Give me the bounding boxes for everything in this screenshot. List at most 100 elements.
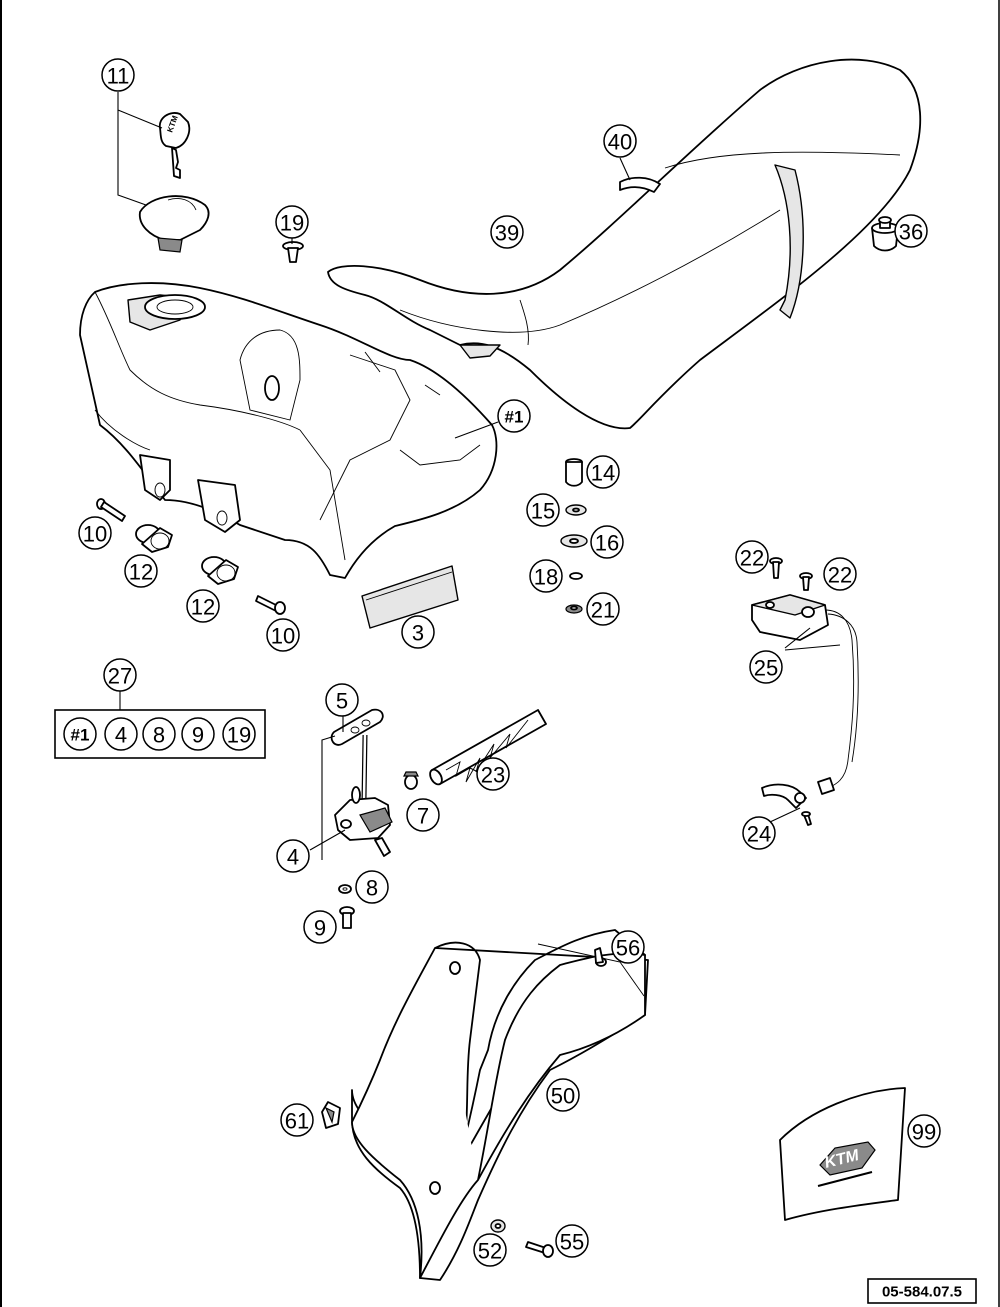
callout-19: 19: [275, 205, 309, 239]
bushing-12-lower-part: [201, 556, 239, 585]
rubber-buffer-36-part: [871, 216, 899, 252]
callout-11: 11: [101, 58, 135, 92]
callout-99-label: 99: [912, 1120, 936, 1145]
callout-56-label: 56: [616, 936, 640, 961]
leader-tank: [454, 421, 499, 439]
callout-10-lower: 10: [266, 618, 300, 652]
callout-50: 50: [546, 1078, 580, 1112]
screw-22-left-part: [769, 557, 783, 579]
callout-18-label: 18: [534, 565, 558, 590]
switch-25-part: [751, 594, 859, 789]
callout-14-label: 14: [591, 461, 615, 486]
kit-item-2: 4: [104, 717, 138, 751]
leader-4: [309, 829, 346, 851]
callout-23: 23: [476, 757, 510, 791]
callout-8: 8: [355, 870, 389, 904]
leader-11-cap: [117, 110, 147, 206]
callout-16-label: 16: [595, 531, 619, 556]
screw-10-lower-part: [255, 595, 286, 615]
callout-56: 56: [611, 930, 645, 964]
screw-22-right-part: [799, 572, 813, 591]
callout-16: 16: [590, 525, 624, 559]
callout-40-label: 40: [608, 130, 632, 155]
kit-item-5: 19: [222, 717, 256, 751]
side-cover-50-part: [351, 929, 649, 1281]
bracket-24-part: [761, 777, 835, 826]
callout-99: 99: [907, 1114, 941, 1148]
callout-52: 52: [473, 1233, 507, 1267]
callout-21: 21: [586, 592, 620, 626]
callout-8-label: 8: [366, 876, 378, 901]
screw-56-part: [594, 947, 607, 967]
nut-21-part: [565, 604, 583, 614]
callout-23-label: 23: [481, 763, 505, 788]
washer-16-part: [560, 534, 588, 548]
decal-99-part: KTM: [779, 1087, 906, 1221]
ignition-key-part: KTM: [158, 112, 191, 179]
callout-52-label: 52: [478, 1239, 502, 1264]
callout-12-lower: 12: [186, 589, 220, 623]
fuel-hose-23-part: [429, 709, 547, 786]
callout-40: 40: [603, 124, 637, 158]
callout-36: 36: [894, 214, 928, 248]
callout-22-left-label: 22: [740, 546, 764, 571]
callout-24-label: 24: [747, 822, 771, 847]
washer-15-part: [565, 504, 587, 516]
callout-3: 3: [401, 615, 435, 649]
drawing-reference-number: 05-584.07.5: [882, 1284, 962, 1301]
callout-3-label: 3: [412, 621, 424, 646]
callout-4: 4: [276, 839, 310, 873]
seat-part: [327, 58, 922, 430]
callout-7-label: 7: [417, 804, 429, 829]
hose-clamp-7-part: [403, 771, 419, 790]
callout-55-label: 55: [560, 1230, 584, 1255]
callout-15: 15: [526, 493, 560, 527]
kit-item-5-label: 19: [227, 723, 251, 748]
callout-tank-label: #1: [505, 408, 524, 427]
leader-11-key: [117, 92, 163, 129]
callout-4-label: 4: [287, 845, 299, 870]
callout-50-label: 50: [551, 1084, 575, 1109]
fuel-tap-4-part: [334, 734, 393, 857]
fuel-tank-part: [79, 282, 498, 579]
callout-24: 24: [742, 816, 776, 850]
callout-61-label: 61: [285, 1109, 309, 1134]
kit-item-3-label: 8: [153, 723, 165, 748]
screw-10-upper-part: [96, 498, 126, 522]
callout-27-label: 27: [108, 664, 132, 689]
callout-10-upper-label: 10: [83, 522, 107, 547]
callout-5-label: 5: [336, 689, 348, 714]
callout-18: 18: [529, 559, 563, 593]
leader-4-5: [321, 735, 336, 860]
nut-8-part: [338, 884, 352, 894]
callout-15-label: 15: [531, 499, 555, 524]
callout-14: 14: [586, 455, 620, 489]
callout-55: 55: [555, 1224, 589, 1258]
callout-10-upper: 10: [78, 516, 112, 550]
gasket-5-part: [330, 708, 384, 746]
kit-item-2-label: 4: [115, 723, 127, 748]
callout-25: 25: [749, 650, 783, 684]
callout-tank: #1: [497, 399, 531, 433]
kit-item-1-label: #1: [71, 726, 90, 745]
callout-9: 9: [303, 910, 337, 944]
callout-19-label: 19: [280, 211, 304, 236]
callout-22-right-label: 22: [828, 563, 852, 588]
nut-18-part: [569, 572, 583, 580]
drawing-reference-box: [867, 1278, 977, 1304]
bushing-12-upper-part: [135, 524, 173, 553]
screw-55-part: [525, 1241, 554, 1258]
callout-61: 61: [280, 1103, 314, 1137]
leader-25a: [784, 627, 811, 649]
callout-10-lower-label: 10: [271, 624, 295, 649]
callout-22-right: 22: [823, 557, 857, 591]
callout-12-upper: 12: [124, 554, 158, 588]
callout-27: 27: [103, 658, 137, 692]
kit-item-3: 8: [142, 717, 176, 751]
callout-12-lower-label: 12: [191, 595, 215, 620]
callout-5: 5: [325, 683, 359, 717]
callout-21-label: 21: [591, 598, 615, 623]
leader-24: [769, 807, 801, 823]
screw-9-part: [339, 906, 355, 929]
